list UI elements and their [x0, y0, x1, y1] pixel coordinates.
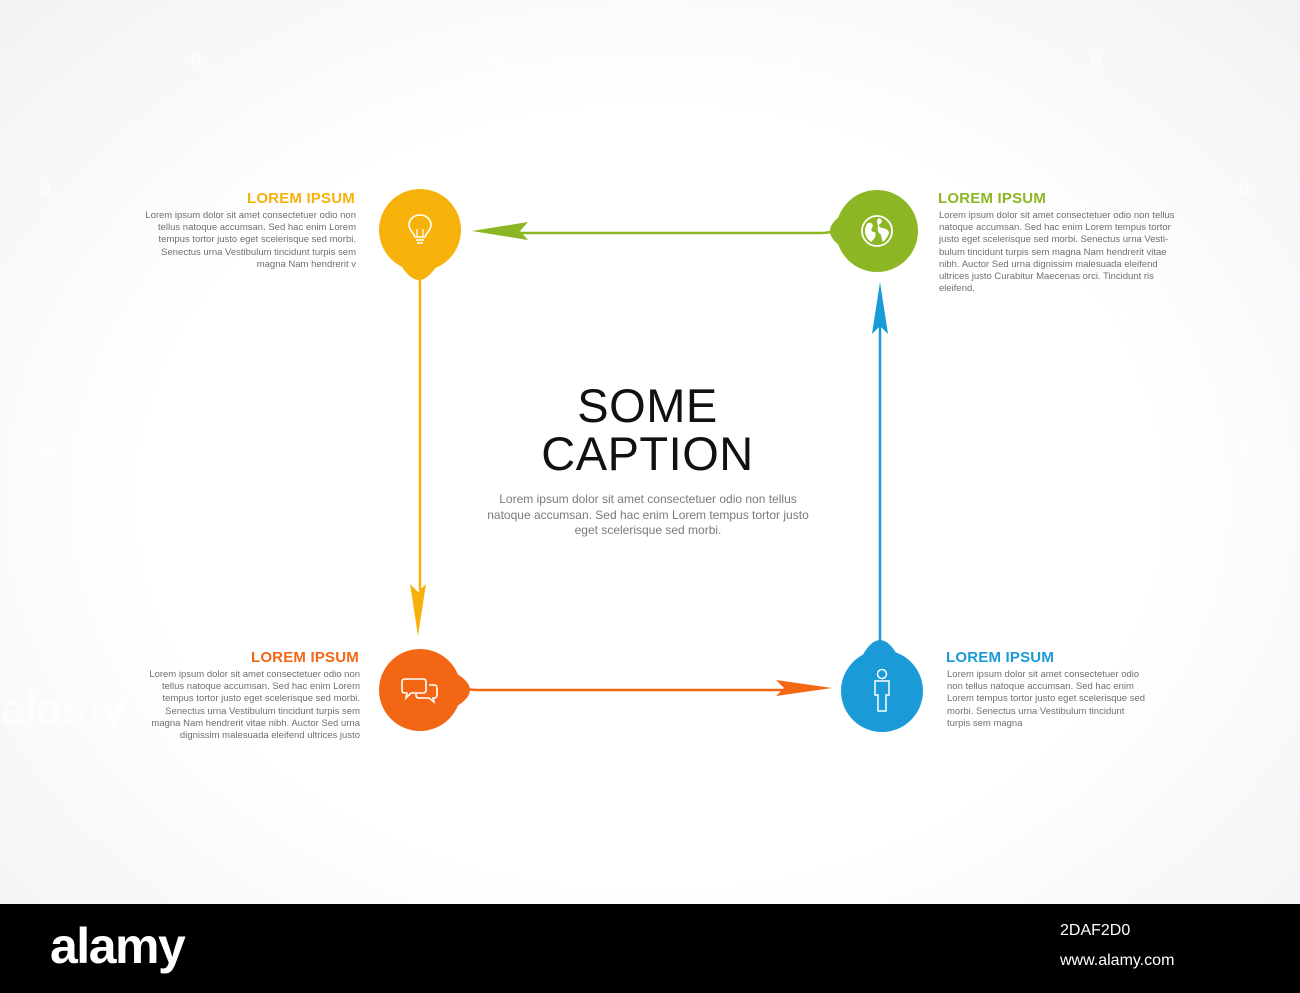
footer-image-id: 2DAF2D0 [1060, 922, 1131, 939]
center-caption-text: Lorem ipsum dolor sit amet consectetuer … [487, 492, 809, 537]
step-node-top-right [836, 190, 918, 272]
footer-site-url: www.alamy.com [1060, 952, 1175, 969]
person-icon [870, 668, 894, 714]
watermark-footer: alamy 2DAF2D0 www.alamy.com [0, 904, 1300, 993]
watermark-logo: alamy [0, 683, 126, 735]
step-text-top-left: Lorem ipsum dolor sit amet consectetuer … [145, 210, 356, 270]
chat-bubbles-icon [401, 675, 439, 705]
step-text-bottom-left: Lorem ipsum dolor sit amet consectetuer … [149, 669, 360, 742]
infographic-canvas: alamy alamy alamy alamy a a a a a a a a [0, 0, 1300, 904]
watermark-logo: alamy [1042, 291, 1168, 343]
lightbulb-icon [405, 212, 435, 248]
watermark-mark: a [190, 45, 203, 70]
step-node-bottom-right [841, 650, 923, 732]
step-title-top-left: LOREM IPSUM [246, 190, 355, 207]
step-node-bottom-left [379, 649, 461, 731]
watermark-logo: alamy [150, 291, 276, 343]
step-title-bottom-right: LOREM IPSUM [946, 649, 1055, 666]
footer-brand-logo: alamy [50, 918, 186, 974]
watermark-mark: a [40, 175, 53, 200]
step-text-top-right: Lorem ipsum dolor sit amet consectetuer … [939, 210, 1175, 295]
step-title-bottom-left: LOREM IPSUM [250, 649, 359, 666]
watermark-mark: a [790, 45, 803, 70]
connector-bottom-left-to-bottom-right [460, 680, 832, 696]
step-text-bottom-right: Lorem ipsum dolor sit amet consectetuer … [947, 669, 1146, 729]
watermark-mark: a [490, 45, 503, 70]
watermark-mark: a [1238, 435, 1251, 460]
step-node-top-left [379, 189, 461, 271]
step-title-top-right: LOREM IPSUM [938, 190, 1047, 207]
watermark-mark: a [1090, 45, 1103, 70]
globe-icon [859, 213, 895, 249]
center-caption-title: SOME CAPTION [541, 379, 754, 480]
watermark-mark: a [1238, 175, 1251, 200]
watermark-mark: a [40, 435, 53, 460]
